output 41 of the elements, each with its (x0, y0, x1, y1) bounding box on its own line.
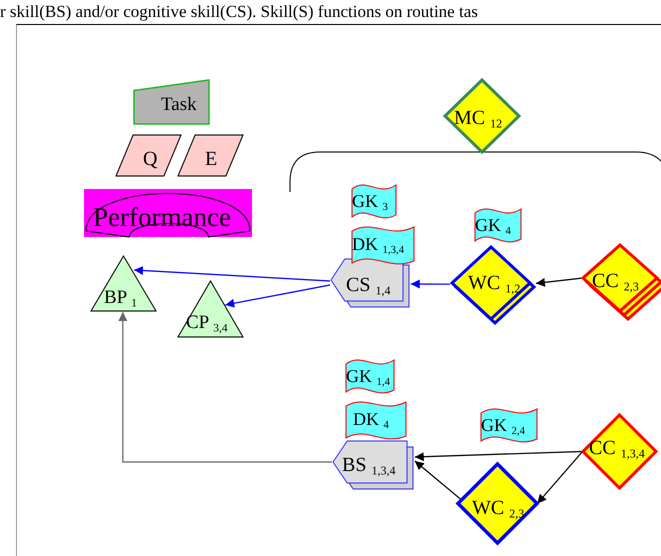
stacked-diamond-node (581, 243, 661, 321)
connector-arrow (536, 451, 583, 504)
node-label: CP $_{3,4}$ (186, 313, 228, 335)
parallelogram-box (177, 134, 244, 177)
node-label: WC $_{2,3}$ (472, 498, 524, 520)
parallelogram-box (115, 134, 182, 177)
node-label: Performance (93, 204, 231, 231)
node-label: GK $_{4}$ (475, 216, 511, 238)
node-label: GK $_{1,4}$ (346, 367, 390, 388)
double-diamond-node (450, 245, 536, 325)
node-label: Q (143, 149, 158, 169)
node-label: BP $_{1}$ (104, 288, 137, 310)
connector-arrow (225, 284, 330, 308)
node-label: WC $_{1,2}$ (468, 273, 520, 295)
connector-arrow (118, 312, 332, 463)
node-label: MC $_{12}$ (454, 108, 502, 130)
performance-box (84, 189, 252, 237)
node-label: DK $_{1,3,4}$ (352, 235, 404, 256)
node-label: GK $_{2,4}$ (481, 416, 525, 438)
node-label: CS $_{1,4}$ (346, 275, 390, 297)
node-label: CC $_{2,3}$ (592, 271, 639, 293)
diamond-node (456, 462, 539, 545)
connector-arrow (414, 460, 462, 501)
connector-arrow (410, 280, 450, 289)
node-label: CC $_{1,3,4}$ (589, 438, 645, 460)
pentagon-node (330, 258, 410, 308)
node-label: DK $_{4}$ (353, 410, 389, 432)
task-box (133, 79, 210, 125)
pentagon-node (332, 440, 414, 490)
node-label: E (205, 149, 218, 169)
node-label: Task (161, 95, 197, 114)
triangle-node (177, 280, 244, 338)
node-label: GK $_{3}$ (352, 192, 388, 214)
caption-text: r skill(BS) and/or cognitive skill(CS). Skill(S) functions on routine tas (0, 1, 478, 23)
diamond-node (581, 413, 658, 490)
node-label: BS $_{1,3,4}$ (342, 455, 396, 477)
connector-arrow (414, 450, 583, 462)
triangle-node (90, 255, 157, 312)
diamond-node (443, 78, 521, 154)
connector-arrow (536, 278, 582, 287)
connector-arrow (134, 266, 330, 282)
